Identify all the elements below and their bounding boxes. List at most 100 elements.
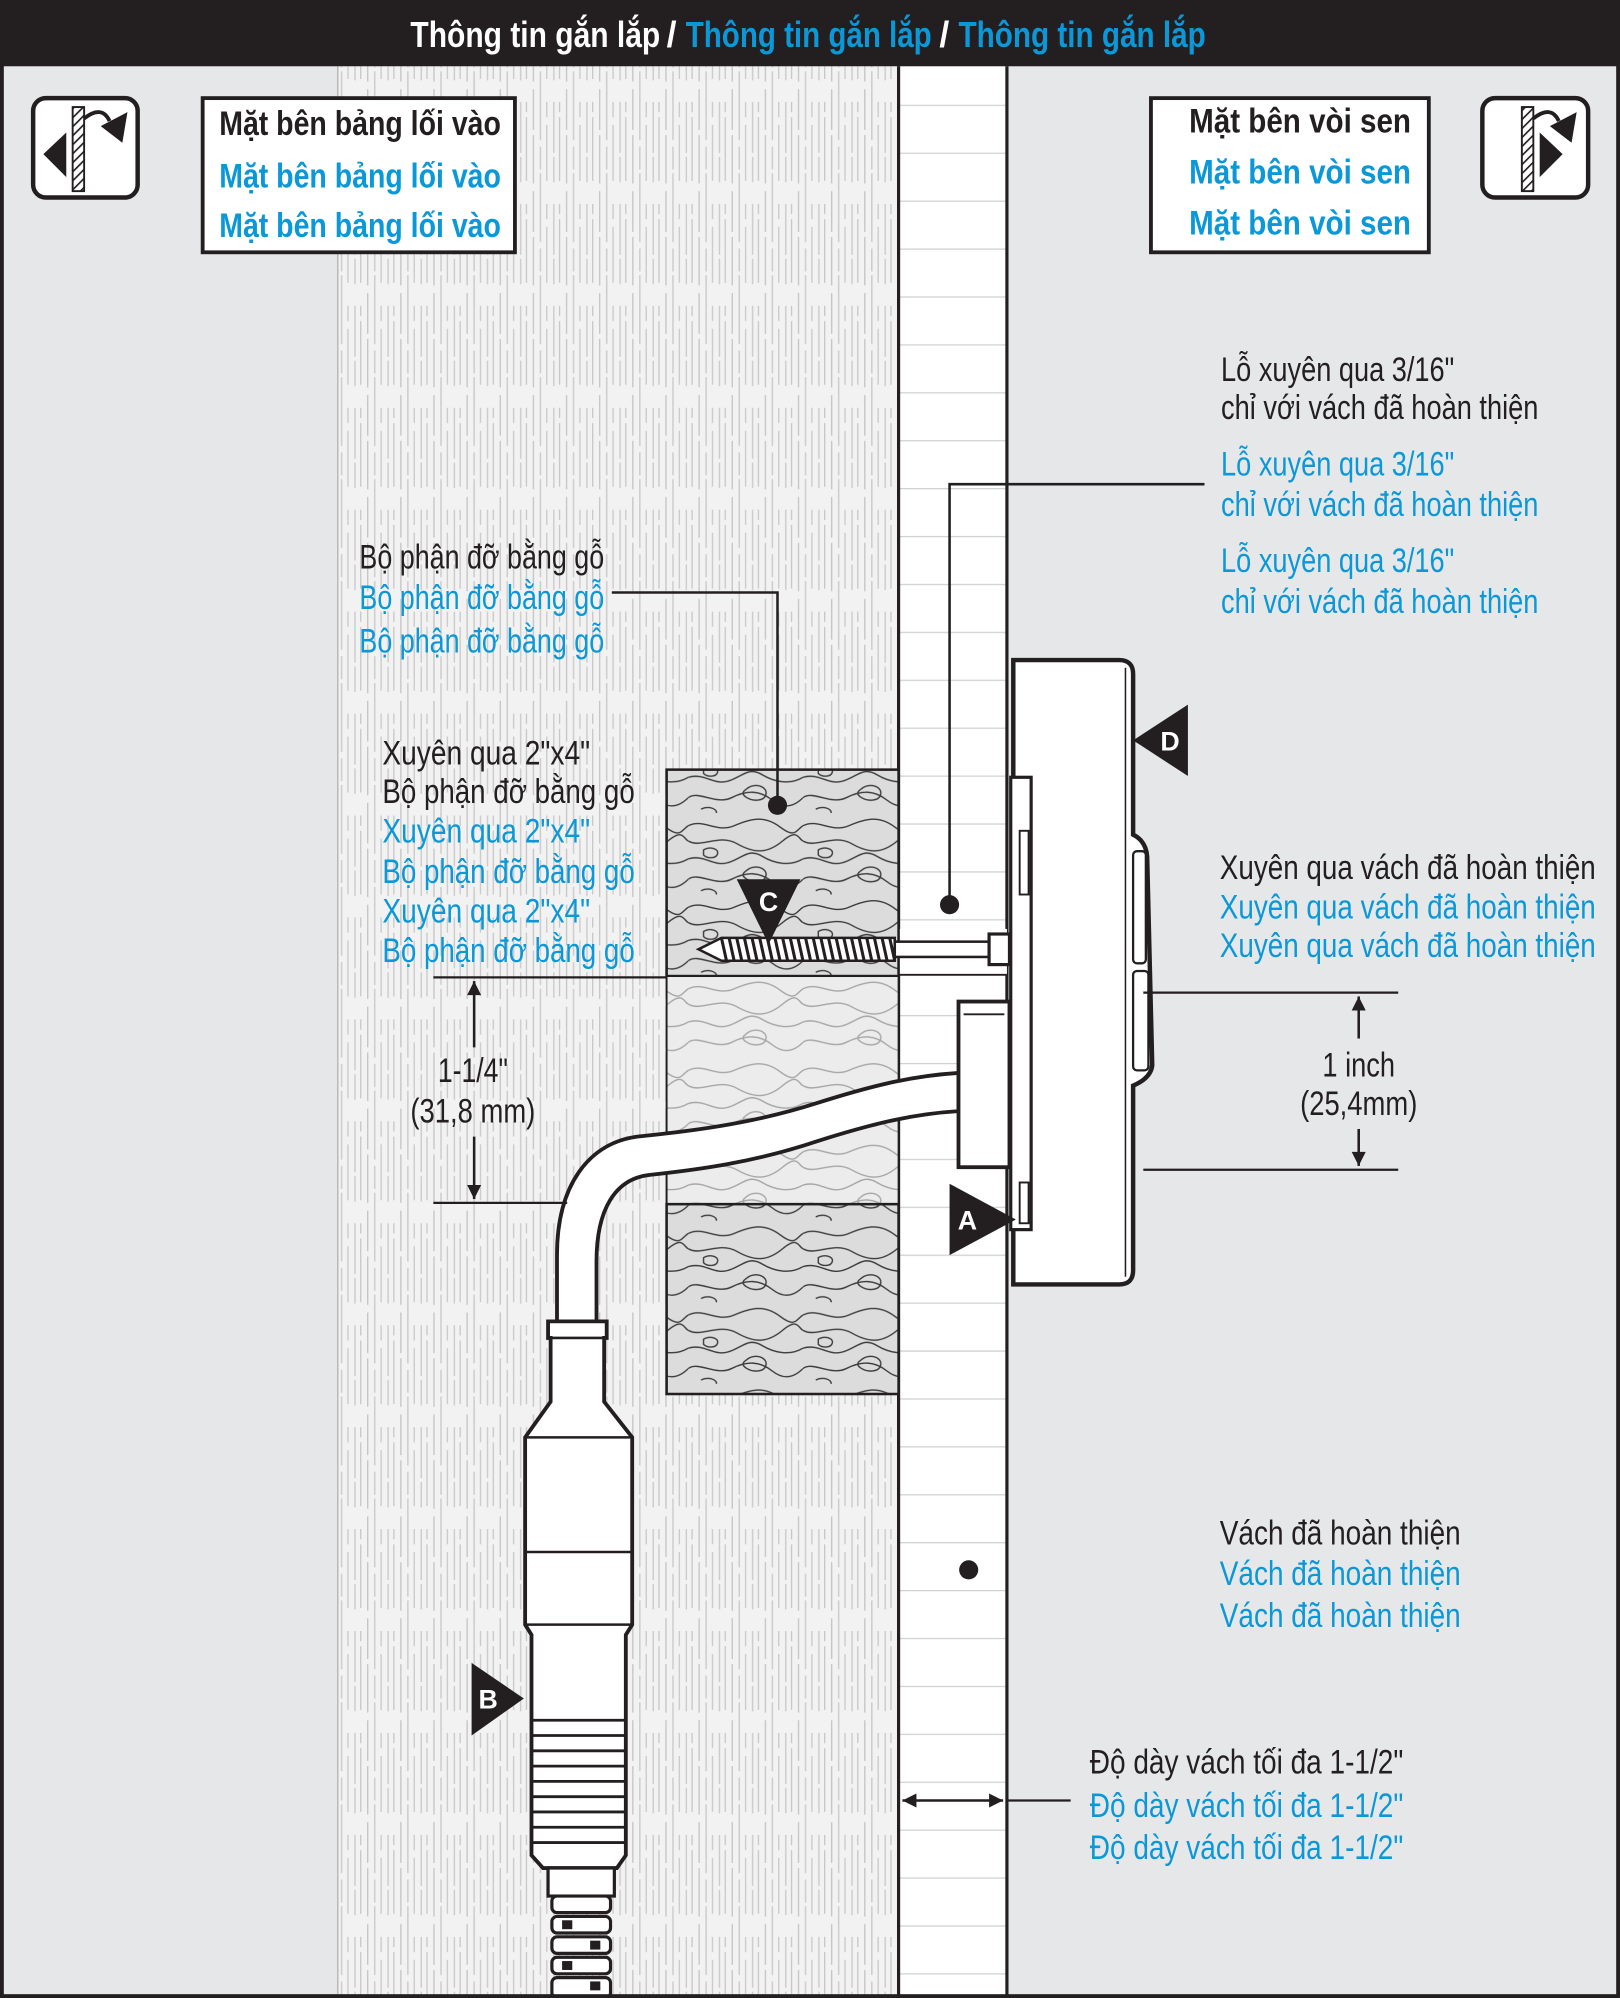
through-stud-callout: Xuyên qua 2"x4" Bộ phận đỡ bằng gỗ Xuyên… xyxy=(382,735,634,971)
shower-arm-icon xyxy=(82,110,112,122)
header-title-2: Thông tin gắn lắp xyxy=(686,15,932,55)
callout-line: Bộ phận đỡ bằng gỗ xyxy=(359,537,604,576)
callout-line: Độ dày vách tối đa 1-1/2" xyxy=(1090,1787,1404,1825)
wall-offset-dimension: 1 inch (25,4mm) xyxy=(1143,991,1417,1171)
callout-line: Lỗ xuyên qua 3/16" xyxy=(1221,350,1454,389)
back-plate-clip xyxy=(1018,1181,1030,1225)
shower-side-icon xyxy=(1480,95,1591,200)
marker-b-triangle xyxy=(471,1662,524,1736)
connector-tip-ring xyxy=(550,1894,613,1915)
max-wall-thickness-callout: Độ dày vách tối đa 1-1/2" Độ dày vách tố… xyxy=(1090,1744,1404,1867)
connector-tip-pin xyxy=(590,1940,601,1950)
wall-offset-metric: (25,4mm) xyxy=(1300,1085,1417,1123)
connector-tip-ring xyxy=(550,1935,613,1955)
arrow-left-icon xyxy=(43,132,67,178)
callout-line: Lỗ xuyên qua 3/16" xyxy=(1221,444,1454,483)
callout-line: Vách đã hoàn thiện xyxy=(1220,1555,1461,1593)
callout-line: Độ dày vách tối đa 1-1/2" xyxy=(1090,1829,1404,1867)
callout-line: chỉ với vách đã hoàn thiện xyxy=(1221,486,1538,524)
wood-support-leader xyxy=(611,591,779,797)
marker-a-letter: A xyxy=(958,1206,977,1236)
stud-offset-dimension: 1-1/4" (31,8 mm) xyxy=(410,976,667,1205)
panel-side-label-line: Mặt bên bảng lối vào xyxy=(219,207,501,245)
shower-side-icon-frame xyxy=(1480,95,1591,200)
back-plate-clip xyxy=(1018,829,1030,896)
through-hole-leader xyxy=(948,482,1205,896)
through-hole-dot xyxy=(940,895,960,915)
connector-tip-ring xyxy=(550,1955,613,1976)
shower-arm-icon xyxy=(1532,110,1561,122)
wall-hatch-icon xyxy=(1520,106,1535,193)
cable-boss xyxy=(956,999,1012,1170)
device-side-button xyxy=(1131,850,1148,965)
header-separator-2: / xyxy=(939,15,949,55)
shower-side-label-line: Mặt bên vòi sen xyxy=(1189,153,1411,191)
screw-threads xyxy=(719,937,897,962)
wood-block-lower xyxy=(665,1202,900,1396)
shower-side-label: Mặt bên vòi sen Mặt bên vòi sen Mặt bên … xyxy=(1149,96,1431,255)
marker-a-triangle xyxy=(949,1183,1016,1256)
connector-tip-ring xyxy=(550,1914,613,1935)
header-separator-1: / xyxy=(667,15,677,55)
marker-c-letter: C xyxy=(759,887,778,917)
entry-panel-side-background xyxy=(0,66,338,1998)
callout-line: Bộ phận đỡ bằng gỗ xyxy=(359,621,604,660)
screw-shank xyxy=(893,940,991,959)
through-hole-callout: Lỗ xuyên qua 3/16" chỉ với vách đã hoàn … xyxy=(1221,350,1538,621)
callout-line: Bộ phận đỡ bằng gỗ xyxy=(382,931,634,970)
marker-c: C xyxy=(736,879,801,945)
callout-line: Xuyên qua 2"x4" xyxy=(382,735,590,773)
shower-side-label-line: Mặt bên vòi sen xyxy=(1189,103,1411,141)
connector-tip-pin xyxy=(590,1981,601,1991)
wood-support-callout: Bộ phận đỡ bằng gỗ Bộ phận đỡ bằng gỗ Bộ… xyxy=(359,537,604,660)
callout-line: Độ dày vách tối đa 1-1/2" xyxy=(1090,1744,1404,1782)
callout-line: Xuyên qua 2"x4" xyxy=(382,893,590,931)
callout-line: Xuyên qua vách đã hoàn thiện xyxy=(1220,889,1596,927)
cable-connector xyxy=(523,1319,635,1998)
device-side-button xyxy=(1131,969,1150,1072)
panel-side-label-box xyxy=(200,96,517,255)
callout-line: chỉ với vách đã hoàn thiện xyxy=(1221,389,1538,427)
wall-hatch-icon xyxy=(71,106,86,193)
marker-b-letter: B xyxy=(479,1685,498,1715)
panel-side-icon-frame xyxy=(30,95,140,200)
callout-line: Xuyên qua vách đã hoàn thiện xyxy=(1220,849,1596,887)
marker-d: D xyxy=(1133,704,1188,777)
screw-head xyxy=(987,932,1012,967)
through-wall-callout: Xuyên qua vách đã hoàn thiện Xuyên qua v… xyxy=(1220,849,1596,965)
callout-line: Xuyên qua vách đã hoàn thiện xyxy=(1220,927,1596,965)
panel-side-label-line: Mặt bên bảng lối vào xyxy=(219,157,501,195)
header-background xyxy=(0,0,1620,67)
marker-d-letter: D xyxy=(1160,727,1179,757)
marker-c-triangle xyxy=(736,879,801,945)
callout-line: Xuyên qua 2"x4" xyxy=(382,812,590,850)
connector-grip-ribs xyxy=(531,1718,626,1844)
device-escutcheon xyxy=(1011,657,1155,1287)
stud-offset-value: 1-1/4" xyxy=(438,1052,508,1090)
header-title-1: Thông tin gắn lắp xyxy=(410,15,660,55)
connector-body xyxy=(523,1319,635,1870)
shower-side-label-line: Mặt bên vòi sen xyxy=(1189,204,1411,242)
wood-block-2x4 xyxy=(665,768,900,1396)
header-bar: Thông tin gắn lắp / Thông tin gắn lắp / … xyxy=(0,0,1620,67)
panel-side-icon xyxy=(30,95,140,200)
marker-d-triangle xyxy=(1133,704,1188,777)
marker-b: B xyxy=(471,1662,524,1736)
callout-line: Bộ phận đỡ bằng gỗ xyxy=(382,772,634,811)
connector-tip-pin xyxy=(562,1920,573,1930)
callout-line: Bộ phận đỡ bằng gỗ xyxy=(382,852,634,891)
panel-side-label-line: Mặt bên bảng lối vào xyxy=(219,105,501,143)
connector-tip xyxy=(546,1866,616,1898)
connector-tip-pin xyxy=(562,1961,573,1970)
stud-offset-metric: (31,8 mm) xyxy=(410,1093,535,1131)
callout-line: Bộ phận đỡ bằng gỗ xyxy=(359,578,604,617)
marker-a: A xyxy=(949,1183,1016,1256)
shower-head-icon xyxy=(1549,112,1577,143)
wood-support-dot xyxy=(767,795,788,815)
screw-thread-body xyxy=(695,936,897,963)
control-device xyxy=(1009,657,1155,1287)
finished-wall-callout: Vách đã hoàn thiện Vách đã hoàn thiện Vá… xyxy=(1220,1514,1461,1635)
callout-line: Lỗ xuyên qua 3/16" xyxy=(1221,541,1454,580)
